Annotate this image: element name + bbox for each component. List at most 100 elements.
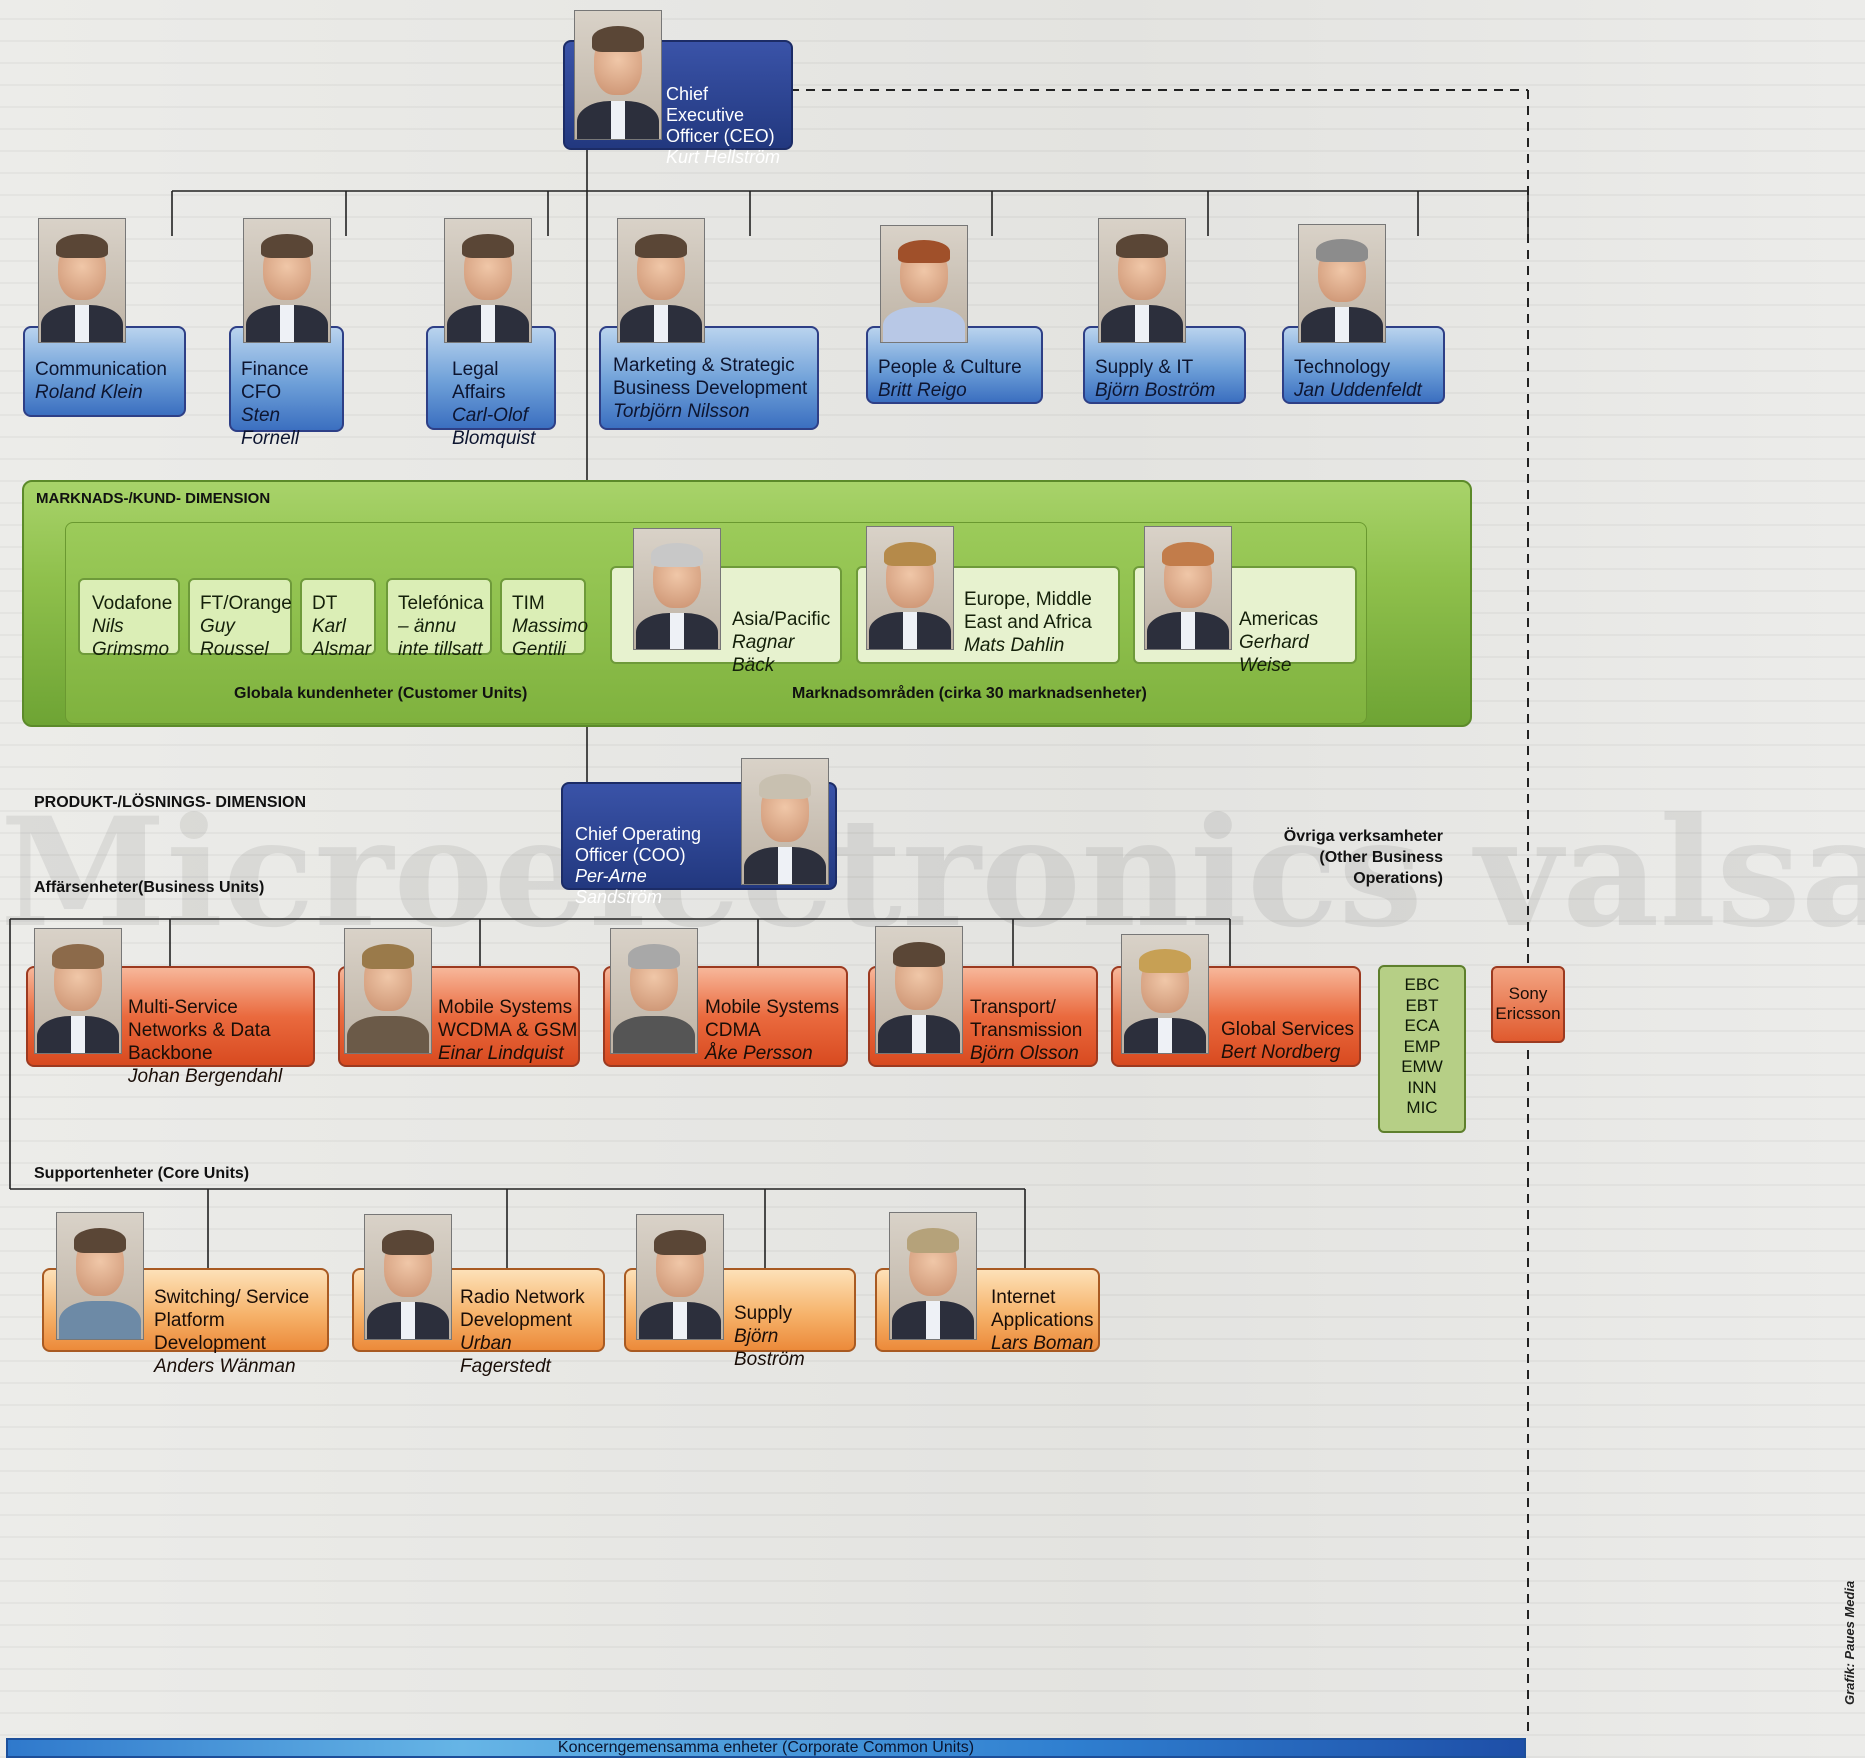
customer-unit-name: Nils Grimsmo — [92, 616, 170, 660]
function-name: Carl-Olof Blomquist — [452, 405, 536, 449]
function-name: Jan Uddenfeldt — [1294, 380, 1422, 401]
business-units-label: Affärsenheter(Business Units) — [34, 879, 265, 896]
function-title: Communication — [35, 359, 167, 380]
coo-photo — [741, 758, 829, 885]
core-units-label: Supportenheter (Core Units) — [34, 1165, 250, 1182]
customer-unit-name: Massimo Gentili — [512, 616, 589, 660]
sony-ericsson-box: Sony Ericsson — [1491, 966, 1565, 1043]
function-name: Sten Fornell — [241, 405, 300, 449]
function-title: Marketing & Strategic Business Developme… — [613, 355, 808, 399]
corporate-common-units-bar: Koncerngemensamma enheter (Corporate Com… — [6, 1738, 1526, 1758]
ceo-photo — [574, 10, 662, 140]
coo-name: Per-Arne Sandström — [575, 866, 663, 907]
business-unit-title: Mobile Systems WCDMA & GSM — [438, 997, 578, 1041]
market-area-name: Ragnar Bäck — [732, 632, 795, 676]
market-area-photo — [866, 526, 954, 650]
core-unit-title: Supply — [734, 1303, 793, 1324]
graphic-credit: Grafik: Paues Media — [1842, 1580, 1857, 1705]
other-unit: ECA — [1404, 1016, 1440, 1035]
function-photo — [617, 218, 705, 343]
customer-unit-telefonica: Telefónica– ännu inte tillsatt — [386, 578, 492, 660]
business-unit-name: Johan Bergendahl — [128, 1066, 283, 1087]
core-unit-photo — [889, 1212, 977, 1340]
business-unit-title: Transport/ Transmission — [970, 997, 1083, 1041]
function-photo — [1298, 224, 1386, 343]
core-unit-photo — [364, 1214, 452, 1340]
function-title: People & Culture — [878, 357, 1022, 378]
function-photo — [1098, 218, 1186, 343]
business-unit-photo — [1121, 934, 1209, 1054]
market-area-name: Gerhard Weise — [1239, 632, 1309, 676]
customer-unit-title: Vodafone — [92, 593, 173, 614]
function-name: Roland Klein — [35, 382, 143, 403]
other-operations-heading: Övriga verksamheter (Other Business Oper… — [1283, 828, 1443, 887]
business-unit-photo — [610, 928, 698, 1054]
business-unit-name: Björn Olsson — [970, 1043, 1079, 1064]
other-unit: EBT — [1405, 995, 1439, 1015]
core-unit-photo — [636, 1214, 724, 1340]
other-operations-box: EBC EBT ECA EMP EMW INN MIC — [1378, 965, 1466, 1133]
other-unit: EMW — [1401, 1057, 1443, 1076]
core-unit-photo — [56, 1212, 144, 1340]
customer-unit-title: DT — [312, 593, 338, 614]
function-name: Britt Reigo — [878, 380, 967, 401]
core-unit-title: Internet Applications — [991, 1287, 1094, 1331]
market-area-photo — [1144, 526, 1232, 650]
business-unit-photo — [344, 928, 432, 1054]
business-unit-title: Mobile Systems CDMA — [705, 997, 840, 1041]
coo-title: Chief Operating Officer (COO) — [575, 824, 702, 865]
core-unit-title: Switching/ Service Platform Development — [154, 1287, 310, 1354]
business-unit-photo — [34, 928, 122, 1054]
market-area-title: Americas — [1239, 609, 1319, 630]
market-dimension-heading: MARKNADS-/KUND- DIMENSION — [36, 490, 271, 507]
business-unit-title: Multi-Service Networks & Data Backbone — [128, 997, 271, 1064]
ceo-title: Chief Executive Officer (CEO) — [666, 84, 775, 146]
function-title: Finance CFO — [241, 359, 309, 403]
function-name: Torbjörn Nilsson — [613, 401, 750, 422]
business-unit-name: Einar Lindquist — [438, 1043, 564, 1064]
function-title: Legal Affairs — [452, 359, 506, 403]
core-unit-title: Radio Network Development — [460, 1287, 585, 1331]
market-areas-label: Marknadsområden (cirka 30 marknadsenhete… — [792, 685, 1147, 702]
customer-unit-name: – ännu inte tillsatt — [398, 616, 483, 660]
customer-units-label: Globala kundenheter (Customer Units) — [234, 685, 528, 702]
business-unit-name: Åke Persson — [705, 1043, 813, 1064]
other-unit: EBC — [1404, 975, 1440, 994]
function-photo — [444, 218, 532, 343]
core-unit-name: Anders Wänman — [154, 1356, 296, 1377]
market-area-photo — [633, 528, 721, 650]
function-title: Technology — [1294, 357, 1391, 378]
function-box-marketing: Marketing & Strategic Business Developme… — [599, 326, 819, 430]
customer-unit-title: FT/Orange — [200, 593, 292, 614]
other-unit: EMP — [1403, 1036, 1441, 1056]
core-unit-name: Lars Boman — [991, 1333, 1094, 1354]
customer-unit-name: Karl Alsmar — [312, 616, 372, 660]
business-unit-photo — [875, 926, 963, 1054]
function-photo — [243, 218, 331, 343]
business-unit-name: Bert Nordberg — [1221, 1042, 1341, 1063]
product-dimension-heading: PRODUKT-/LÖSNINGS- DIMENSION — [34, 794, 307, 811]
function-name: Björn Boström — [1095, 380, 1216, 401]
ceo-name: Kurt Hellström — [666, 147, 781, 167]
sony-ericsson-label: Sony Ericsson — [1495, 984, 1561, 1023]
customer-unit-title: Telefónica — [398, 593, 484, 614]
market-area-name: Mats Dahlin — [964, 635, 1065, 656]
core-unit-name: Björn Boström — [734, 1326, 805, 1370]
core-unit-name: Urban Fagerstedt — [460, 1333, 551, 1377]
function-title: Supply & IT — [1095, 357, 1194, 378]
other-unit: MIC — [1406, 1098, 1438, 1117]
market-area-title: Europe, Middle East and Africa — [964, 589, 1092, 633]
other-unit: INN — [1407, 1077, 1437, 1097]
business-unit-title: Global Services — [1221, 1019, 1355, 1040]
function-photo — [880, 225, 968, 343]
customer-unit-name: Guy Roussel — [200, 616, 269, 660]
function-photo — [38, 218, 126, 343]
customer-unit-title: TIM — [512, 593, 545, 614]
market-area-title: Asia/Pacific — [732, 609, 831, 630]
corporate-common-units-label: Koncerngemensamma enheter (Corporate Com… — [557, 1739, 975, 1756]
